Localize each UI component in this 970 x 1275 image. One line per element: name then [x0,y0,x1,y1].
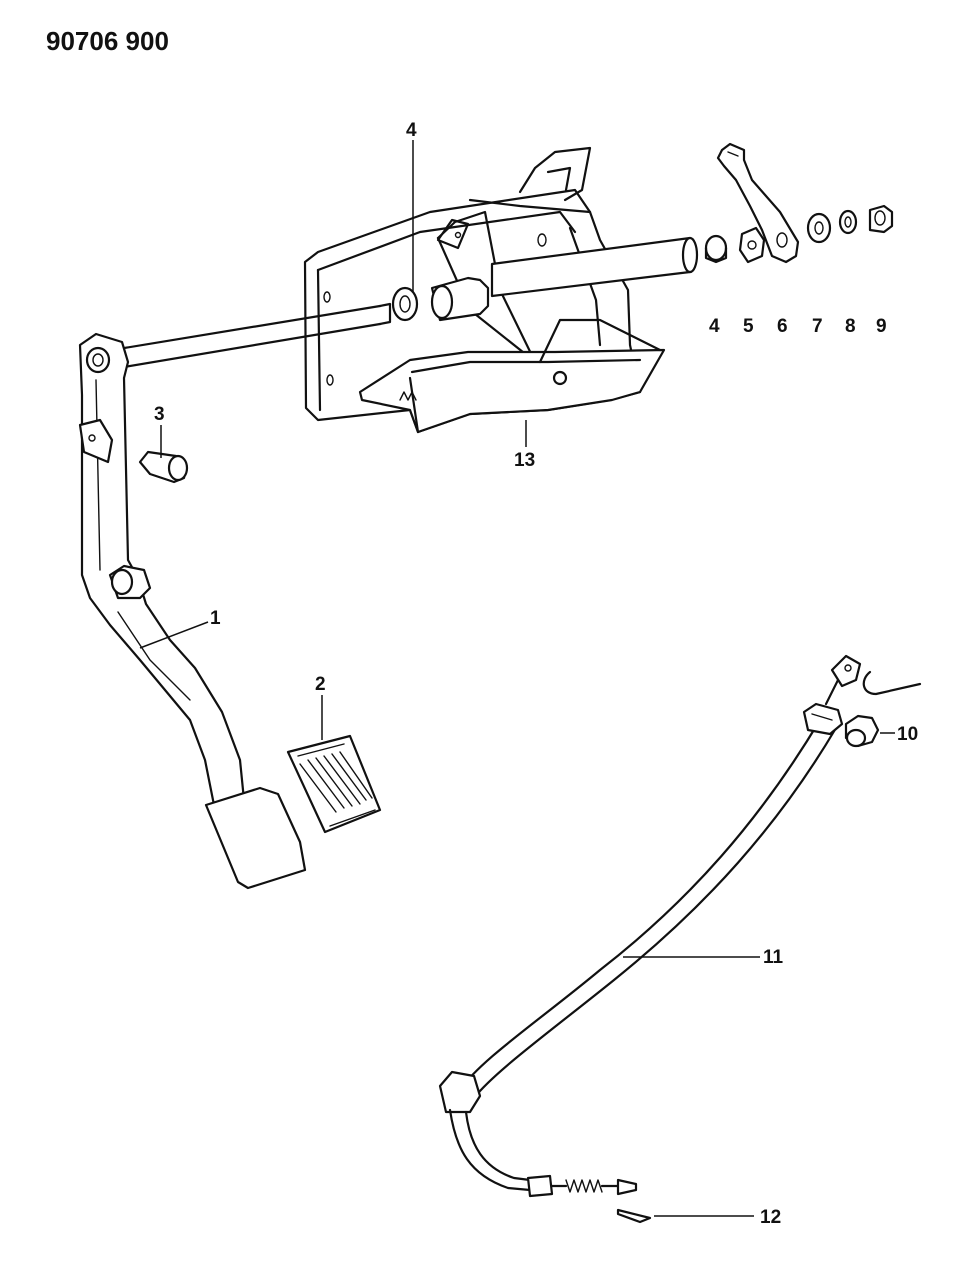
callout-13: 13 [514,450,535,471]
callout-7: 7 [812,316,823,337]
pedal-block [204,786,307,890]
washer-7 [806,212,832,244]
callout-8: 8 [845,316,856,337]
callout-11: 11 [763,947,784,968]
pedal-pad [286,734,382,834]
figure-code: 90706 900 [46,26,169,56]
callout-4-right: 4 [709,316,720,337]
callout-9: 9 [876,316,887,337]
callout-1: 1 [210,608,221,629]
callout-12: 12 [760,1207,781,1228]
throttle-lever [716,142,800,264]
hex-nut-5 [738,226,766,264]
accelerator-cable [438,654,922,1198]
leader-lines [139,140,895,1217]
accelerator-pedal-arm [78,332,246,812]
cable-grommet [844,714,880,748]
callout-2: 2 [315,674,326,695]
callout-3: 3 [154,404,165,425]
callout-10: 10 [897,724,918,745]
pedal-support-bracket [303,146,666,434]
callout-6: 6 [777,316,788,337]
callout-labels: 4 4 5 6 7 8 9 3 13 1 2 10 11 12 [154,120,918,1228]
callout-5: 5 [743,316,754,337]
bushing-right [704,234,728,264]
nut-9 [868,204,894,234]
cotter-pin [616,1208,652,1224]
bushing-left [391,286,419,322]
pedal-stopper [138,450,189,484]
callout-4-top: 4 [406,120,417,141]
spring-washer-8 [838,209,858,235]
pedal-shaft [98,236,699,372]
